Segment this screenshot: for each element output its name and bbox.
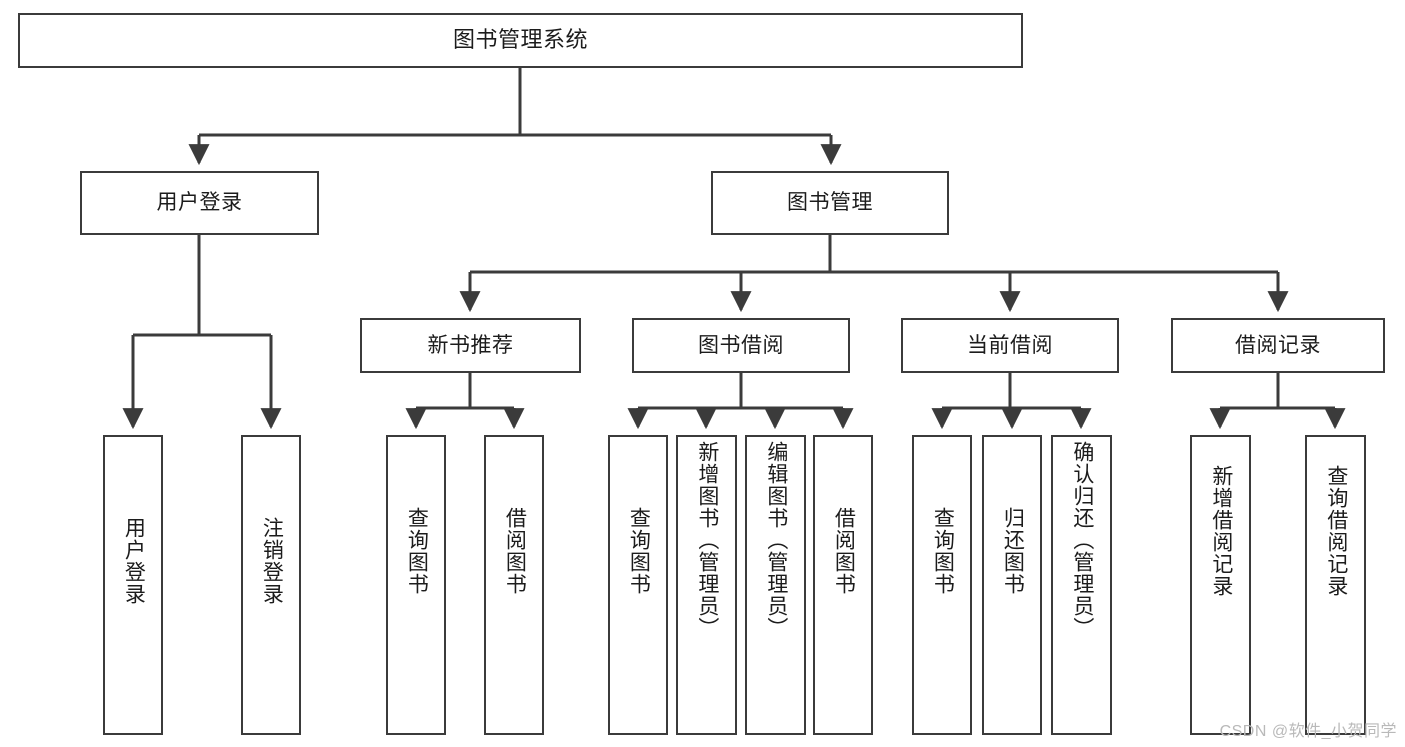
node-leaf-borrow-book-1[interactable]: 借阅图书 [484, 435, 544, 735]
node-leaf-edit-book-label: 编辑图书（管理员） [764, 441, 788, 639]
node-leaf-logout-label: 注销登录 [260, 517, 284, 605]
node-leaf-query-book-3-label: 查询图书 [931, 507, 955, 595]
node-book-borrow[interactable]: 图书借阅 [632, 318, 850, 373]
node-leaf-borrow-book-2[interactable]: 借阅图书 [813, 435, 873, 735]
node-leaf-confirm-return-label: 确认归还（管理员） [1070, 441, 1094, 639]
node-book-borrow-label: 图书借阅 [698, 333, 784, 357]
node-leaf-logout[interactable]: 注销登录 [241, 435, 301, 735]
node-leaf-query-book-2[interactable]: 查询图书 [608, 435, 668, 735]
node-leaf-add-record[interactable]: 新增借阅记录 [1190, 435, 1251, 735]
node-new-book-recommend[interactable]: 新书推荐 [360, 318, 581, 373]
node-leaf-query-book-2-label: 查询图书 [627, 507, 651, 595]
node-current-borrow[interactable]: 当前借阅 [901, 318, 1119, 373]
node-user-login[interactable]: 用户登录 [80, 171, 319, 235]
node-leaf-user-login-label: 用户登录 [122, 517, 146, 605]
csdn-watermark: CSDN @软件_小贺同学 [1219, 723, 1397, 740]
node-leaf-add-record-label: 新增借阅记录 [1209, 465, 1233, 597]
node-leaf-user-login[interactable]: 用户登录 [103, 435, 163, 735]
node-borrow-record[interactable]: 借阅记录 [1171, 318, 1385, 373]
node-leaf-borrow-book-2-label: 借阅图书 [832, 507, 856, 595]
node-leaf-add-book[interactable]: 新增图书（管理员） [676, 435, 737, 735]
node-leaf-query-book-3[interactable]: 查询图书 [912, 435, 972, 735]
node-leaf-return-book[interactable]: 归还图书 [982, 435, 1042, 735]
node-root-label: 图书管理系统 [452, 27, 588, 53]
node-leaf-return-book-label: 归还图书 [1001, 507, 1025, 595]
node-book-management[interactable]: 图书管理 [711, 171, 949, 235]
node-leaf-query-record[interactable]: 查询借阅记录 [1305, 435, 1366, 735]
node-leaf-add-book-label: 新增图书（管理员） [695, 441, 719, 639]
node-leaf-confirm-return[interactable]: 确认归还（管理员） [1051, 435, 1112, 735]
node-book-management-label: 图书管理 [787, 191, 873, 215]
node-root[interactable]: 图书管理系统 [18, 13, 1023, 68]
node-borrow-record-label: 借阅记录 [1235, 333, 1321, 357]
node-new-book-recommend-label: 新书推荐 [427, 333, 514, 357]
node-leaf-query-record-label: 查询借阅记录 [1324, 465, 1348, 597]
node-leaf-edit-book[interactable]: 编辑图书（管理员） [745, 435, 806, 735]
node-user-login-label: 用户登录 [156, 191, 243, 215]
node-leaf-borrow-book-1-label: 借阅图书 [503, 507, 527, 595]
node-leaf-query-book-1[interactable]: 查询图书 [386, 435, 446, 735]
node-current-borrow-label: 当前借阅 [967, 333, 1053, 357]
node-leaf-query-book-1-label: 查询图书 [405, 507, 429, 595]
